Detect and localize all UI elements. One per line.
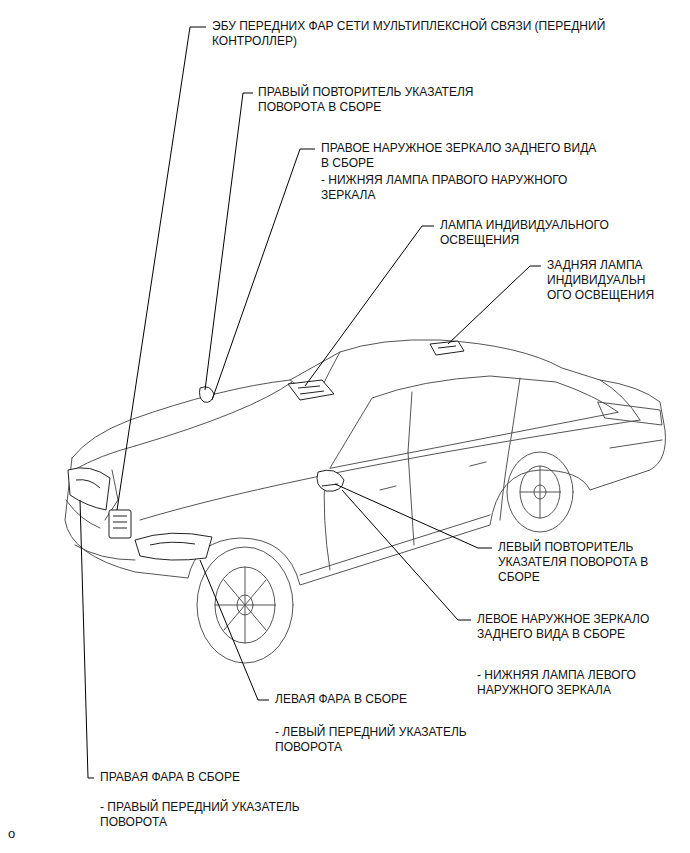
leader-line [205,93,253,390]
part-label: - НИЖНЯЯ ЛАМПА ПРАВОГО НАРУЖНОГО ЗЕРКАЛА [321,173,606,203]
part-label: ЛЕВЫЙ ПОВТОРИТЕЛЬ УКАЗАТЕЛЯ ПОВОРОТА В С… [498,540,680,585]
part-label: ПРАВАЯ ФАРА В СБОРЕ [100,770,350,785]
part-label: - ЛЕВЫЙ ПЕРЕДНИЙ УКАЗАТЕЛЬ ПОВОРОТА [275,725,520,755]
part-label: ЛЕВОЕ НАРУЖНОЕ ЗЕРКАЛО ЗАДНЕГО ВИДА В СБ… [477,612,657,642]
part-label: ЛЕВАЯ ФАРА В СБОРЕ [275,692,525,707]
leader-line [80,500,94,778]
part-label: ПРАВЫЙ ПОВТОРИТЕЛЬ УКАЗАТЕЛЯ ПОВОРОТА В … [258,85,523,115]
leader-line [335,484,492,548]
car-body [65,340,665,663]
leader-line [212,149,315,400]
part-label: ЛАМПА ИНДИВИДУАЛЬНОГО ОСВЕЩЕНИЯ [440,218,640,248]
leader-lines [80,27,541,778]
leader-line [117,27,206,510]
leader-line [200,560,269,700]
leader-line [448,266,541,344]
leader-line [305,226,434,386]
lamp-parts [68,341,464,560]
part-label: ЭБУ ПЕРЕДНИХ ФАР СЕТИ МУЛЬТИПЛЕКСНОЙ СВЯ… [212,19,667,49]
figure-mark: o [8,826,38,841]
part-label: - ПРАВЫЙ ПЕРЕДНИЙ УКАЗАТЕЛЬ ПОВОРОТА [100,800,345,830]
part-label: ПРАВОЕ НАРУЖНОЕ ЗЕРКАЛО ЗАДНЕГО ВИДА В С… [321,141,606,171]
part-label: - НИЖНЯЯ ЛАМПА ЛЕВОГО НАРУЖНОГО ЗЕРКАЛА [477,668,657,698]
part-label: ЗАДНЯЯ ЛАМПА ИНДИВИДУАЛЬН ОГО ОСВЕЩЕНИЯ [547,258,662,303]
leader-line [342,490,471,620]
